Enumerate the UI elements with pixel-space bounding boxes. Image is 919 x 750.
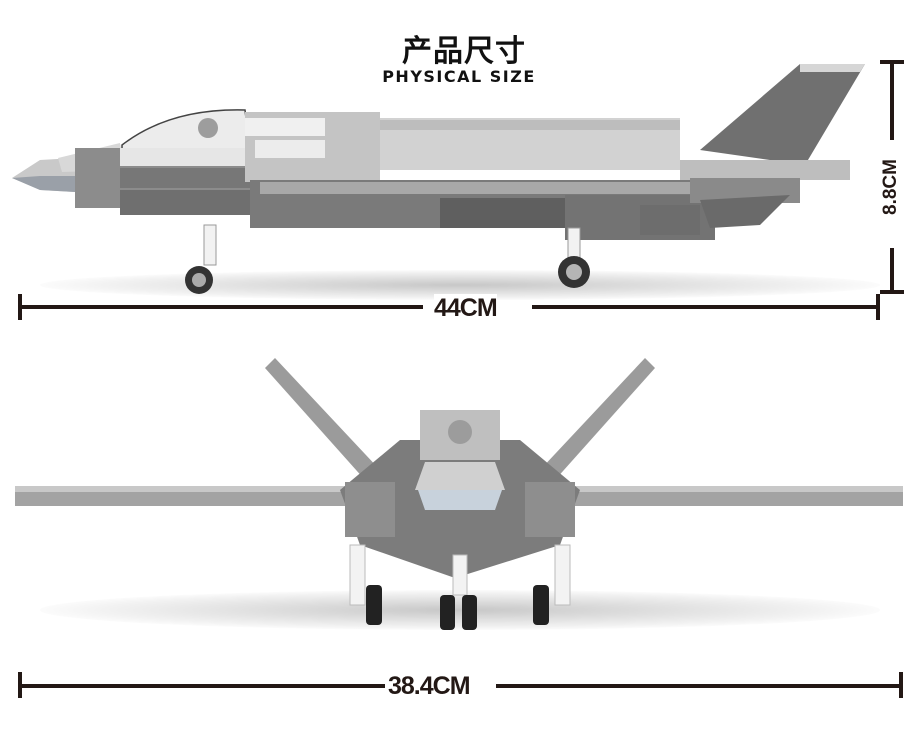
length-dimension-line-left — [18, 305, 423, 309]
title-physical-size: PHYSICAL SIZE — [382, 67, 536, 86]
wingspan-dimension-cap-right — [899, 672, 903, 698]
height-dimension-line-bottom — [890, 248, 894, 294]
title-chinese: 产品尺寸 — [402, 34, 526, 69]
front-view-shadow — [40, 590, 880, 630]
wingspan-dimension-line-left — [18, 684, 385, 688]
wingspan-dimension-line-right — [496, 684, 902, 688]
height-dimension-line-top — [890, 60, 894, 140]
height-dimension-cap-bottom — [880, 290, 904, 294]
wingspan-dimension-label: 38.4CM — [388, 672, 471, 701]
length-dimension-cap-right — [876, 294, 880, 320]
height-dimension-label: 8.8CM — [880, 159, 901, 215]
length-dimension-line-right — [532, 305, 880, 309]
length-dimension-label: 44CM — [434, 294, 498, 323]
